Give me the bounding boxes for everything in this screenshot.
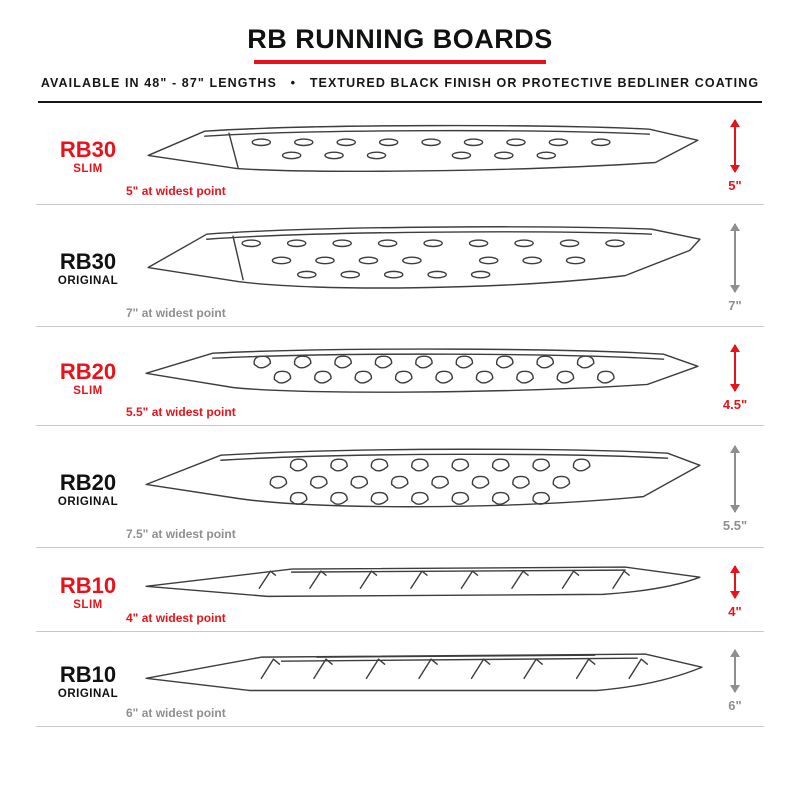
variant-name: ORIGINAL (57, 496, 119, 509)
variant-name: SLIM (73, 385, 103, 398)
dimension-arrow-icon (730, 344, 740, 393)
width-note: 7" at widest point (126, 305, 226, 320)
model-name: RB10 (59, 662, 117, 688)
board-row-rb20-slim: RB20 SLIM 5.5" at widest point 4.5" (36, 327, 764, 427)
rb20-slim-board-drawing (145, 347, 699, 393)
dimension-arrow-icon (730, 222, 740, 293)
title-underline (254, 60, 546, 64)
height-dimension: 5.5" (706, 445, 764, 534)
variant-name: ORIGINAL (57, 274, 119, 287)
board-drawing-area: 7" at widest point (126, 217, 706, 320)
height-dimension: 6" (706, 649, 764, 714)
dimension-arrow-icon (730, 564, 740, 599)
board-row-rb10-slim: RB10 SLIM 4" at widest point 4" (36, 548, 764, 632)
board-row-rb30-slim: RB30 SLIM 5" at widest point 5" (36, 103, 764, 205)
page-title: RB RUNNING BOARDS (247, 24, 553, 54)
dimension-value: 5.5" (722, 518, 748, 534)
board-drawing-area: 5.5" at widest point (126, 339, 706, 419)
width-note: 5" at widest point (126, 183, 226, 198)
board-row-rb20-original: RB20 ORIGINAL 7.5" at widest point 5.5" (36, 426, 764, 549)
subtitle: AVAILABLE IN 48" - 87" LENGTHS • TEXTURE… (40, 76, 760, 90)
rb10-slim-board-drawing (145, 566, 701, 598)
board-list: RB30 SLIM 5" at widest point 5" RB30 ORI… (0, 103, 800, 728)
height-dimension: 4" (706, 564, 764, 619)
board-label: RB30 SLIM (36, 138, 140, 175)
dimension-arrow-icon (730, 118, 740, 173)
rb20-original-board-drawing (145, 448, 701, 508)
board-drawing-area: 4" at widest point (126, 560, 706, 625)
height-dimension: 7" (706, 222, 764, 313)
height-dimension: 4.5" (706, 344, 764, 413)
model-name: RB20 (59, 470, 117, 496)
rb30-slim-board-drawing (147, 124, 699, 172)
model-name: RB20 (59, 359, 117, 385)
height-dimension: 5" (706, 118, 764, 193)
model-name: RB30 (59, 136, 117, 162)
board-drawing-area: 5" at widest point (126, 115, 706, 198)
dimension-value: 7" (728, 297, 742, 313)
dimension-value: 4.5" (722, 397, 748, 413)
board-drawing-area: 6" at widest point (126, 644, 706, 720)
variant-name: ORIGINAL (57, 688, 119, 701)
dimension-value: 4" (728, 603, 742, 619)
header: RB RUNNING BOARDS AVAILABLE IN 48" - 87"… (0, 0, 800, 103)
rb10-original-board-drawing (145, 652, 703, 691)
width-note: 5.5" at widest point (126, 405, 236, 420)
dimension-value: 5" (728, 177, 742, 193)
variant-name: SLIM (73, 162, 103, 175)
model-name: RB10 (59, 572, 117, 598)
board-label: RB20 SLIM (36, 360, 140, 397)
dimension-value: 6" (728, 698, 742, 714)
width-note: 4" at widest point (126, 610, 226, 625)
header-divider (38, 101, 762, 103)
dimension-arrow-icon (730, 649, 740, 694)
board-row-rb30-original: RB30 ORIGINAL 7" at widest point 7" (36, 205, 764, 327)
board-label: RB10 ORIGINAL (36, 663, 140, 700)
width-note: 7.5" at widest point (126, 527, 236, 542)
rb30-original-board-drawing (147, 225, 701, 289)
board-label: RB30 ORIGINAL (36, 248, 140, 287)
variant-name: SLIM (73, 598, 103, 611)
dimension-arrow-icon (730, 445, 740, 514)
board-label: RB20 ORIGINAL (36, 471, 140, 508)
model-name: RB30 (59, 248, 117, 274)
width-note: 6" at widest point (126, 706, 226, 721)
board-label: RB10 SLIM (36, 574, 140, 611)
board-row-rb10-original: RB10 ORIGINAL 6" at widest point 6" (36, 632, 764, 728)
board-drawing-area: 7.5" at widest point (126, 438, 706, 541)
